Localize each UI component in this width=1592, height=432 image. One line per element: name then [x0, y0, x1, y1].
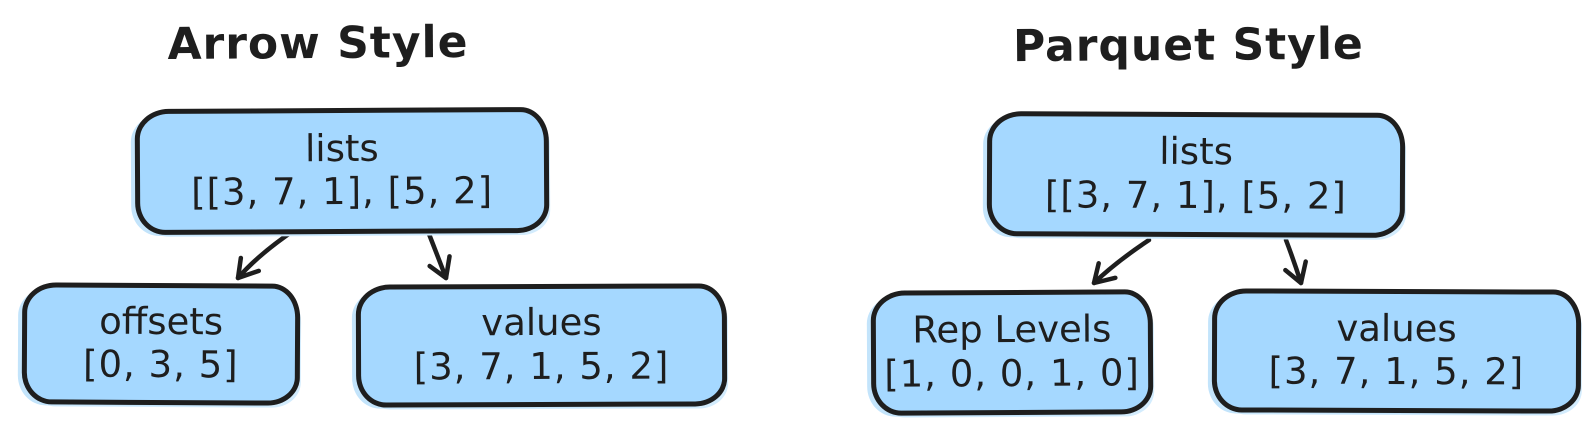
node-value: [[3, 7, 1], [5, 2] [191, 169, 494, 214]
parquet-style-title: Parquet Style [1012, 18, 1364, 73]
node-value: [3, 7, 1, 5, 2] [413, 344, 670, 389]
node-label: lists [304, 126, 379, 170]
node-parquet-lists: lists [[3, 7, 1], [5, 2] [986, 111, 1406, 238]
node-label: lists [1159, 129, 1234, 174]
arrow-lists-to-offsets [235, 228, 296, 281]
arrow-lists-to-values [426, 231, 452, 281]
node-label: Rep Levels [912, 307, 1112, 352]
node-label: values [481, 300, 602, 345]
node-label: offsets [99, 299, 224, 343]
node-arrow-lists: lists [[3, 7, 1], [5, 2] [134, 106, 550, 236]
arrow-lists-to-values-parquet [1283, 237, 1308, 286]
arrow-lists-to-replevels [1091, 237, 1152, 286]
node-value: [1, 0, 0, 1, 0] [884, 350, 1141, 396]
node-arrow-offsets: offsets [0, 3, 5] [21, 282, 301, 406]
node-parquet-replevels: Rep Levels [1, 0, 0, 1, 0] [870, 289, 1154, 416]
arrow-style-title: Arrow Style [167, 16, 469, 71]
node-value: [3, 7, 1, 5, 2] [1268, 349, 1525, 394]
node-arrow-values: values [3, 7, 1, 5, 2] [355, 283, 728, 408]
node-value: [0, 3, 5] [82, 342, 239, 387]
node-label: values [1336, 306, 1457, 350]
node-value: [[3, 7, 1], [5, 2] [1044, 172, 1347, 218]
node-parquet-values: values [3, 7, 1, 5, 2] [1211, 288, 1582, 414]
